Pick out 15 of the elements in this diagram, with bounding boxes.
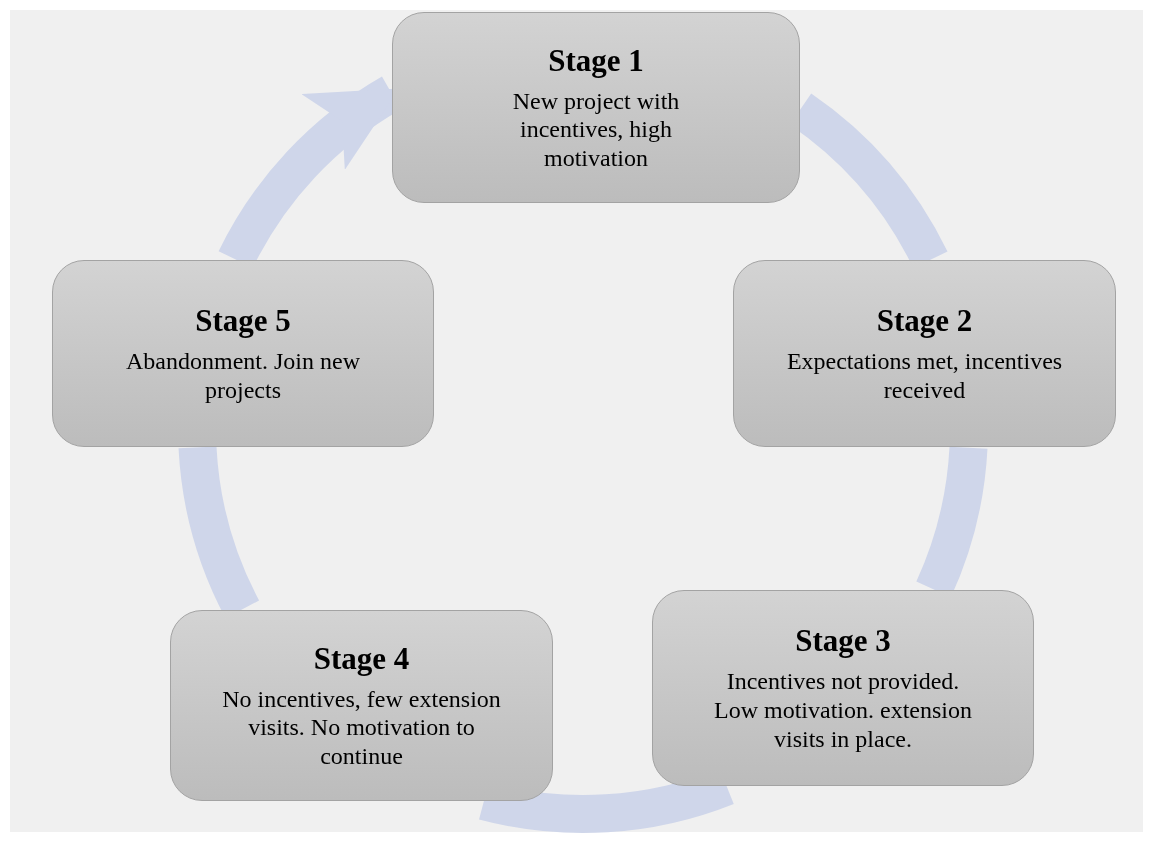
stage-box (52, 260, 434, 447)
stage-title: Stage 5 (195, 302, 291, 341)
stage-description: Incentives not provided. Low motivation. extension visits in place. (713, 667, 973, 754)
stage-box (392, 12, 800, 203)
stage-box (170, 610, 553, 801)
stage-title: Stage 2 (876, 302, 973, 341)
stage-box (733, 260, 1116, 447)
stage-title: Stage 3 (795, 622, 891, 661)
stage-description: Expectations met, incentives received (785, 347, 1064, 405)
stage-title: Stage 4 (313, 639, 410, 678)
stage-description: Abandonment. Join new projects (125, 347, 361, 405)
stage-description: No incentives, few extension visits. No motivation to continue (221, 684, 502, 772)
stage-title: Stage 1 (548, 41, 644, 80)
stage-box (652, 590, 1034, 786)
stage-description: New project with incentives, high motivation (511, 86, 681, 174)
